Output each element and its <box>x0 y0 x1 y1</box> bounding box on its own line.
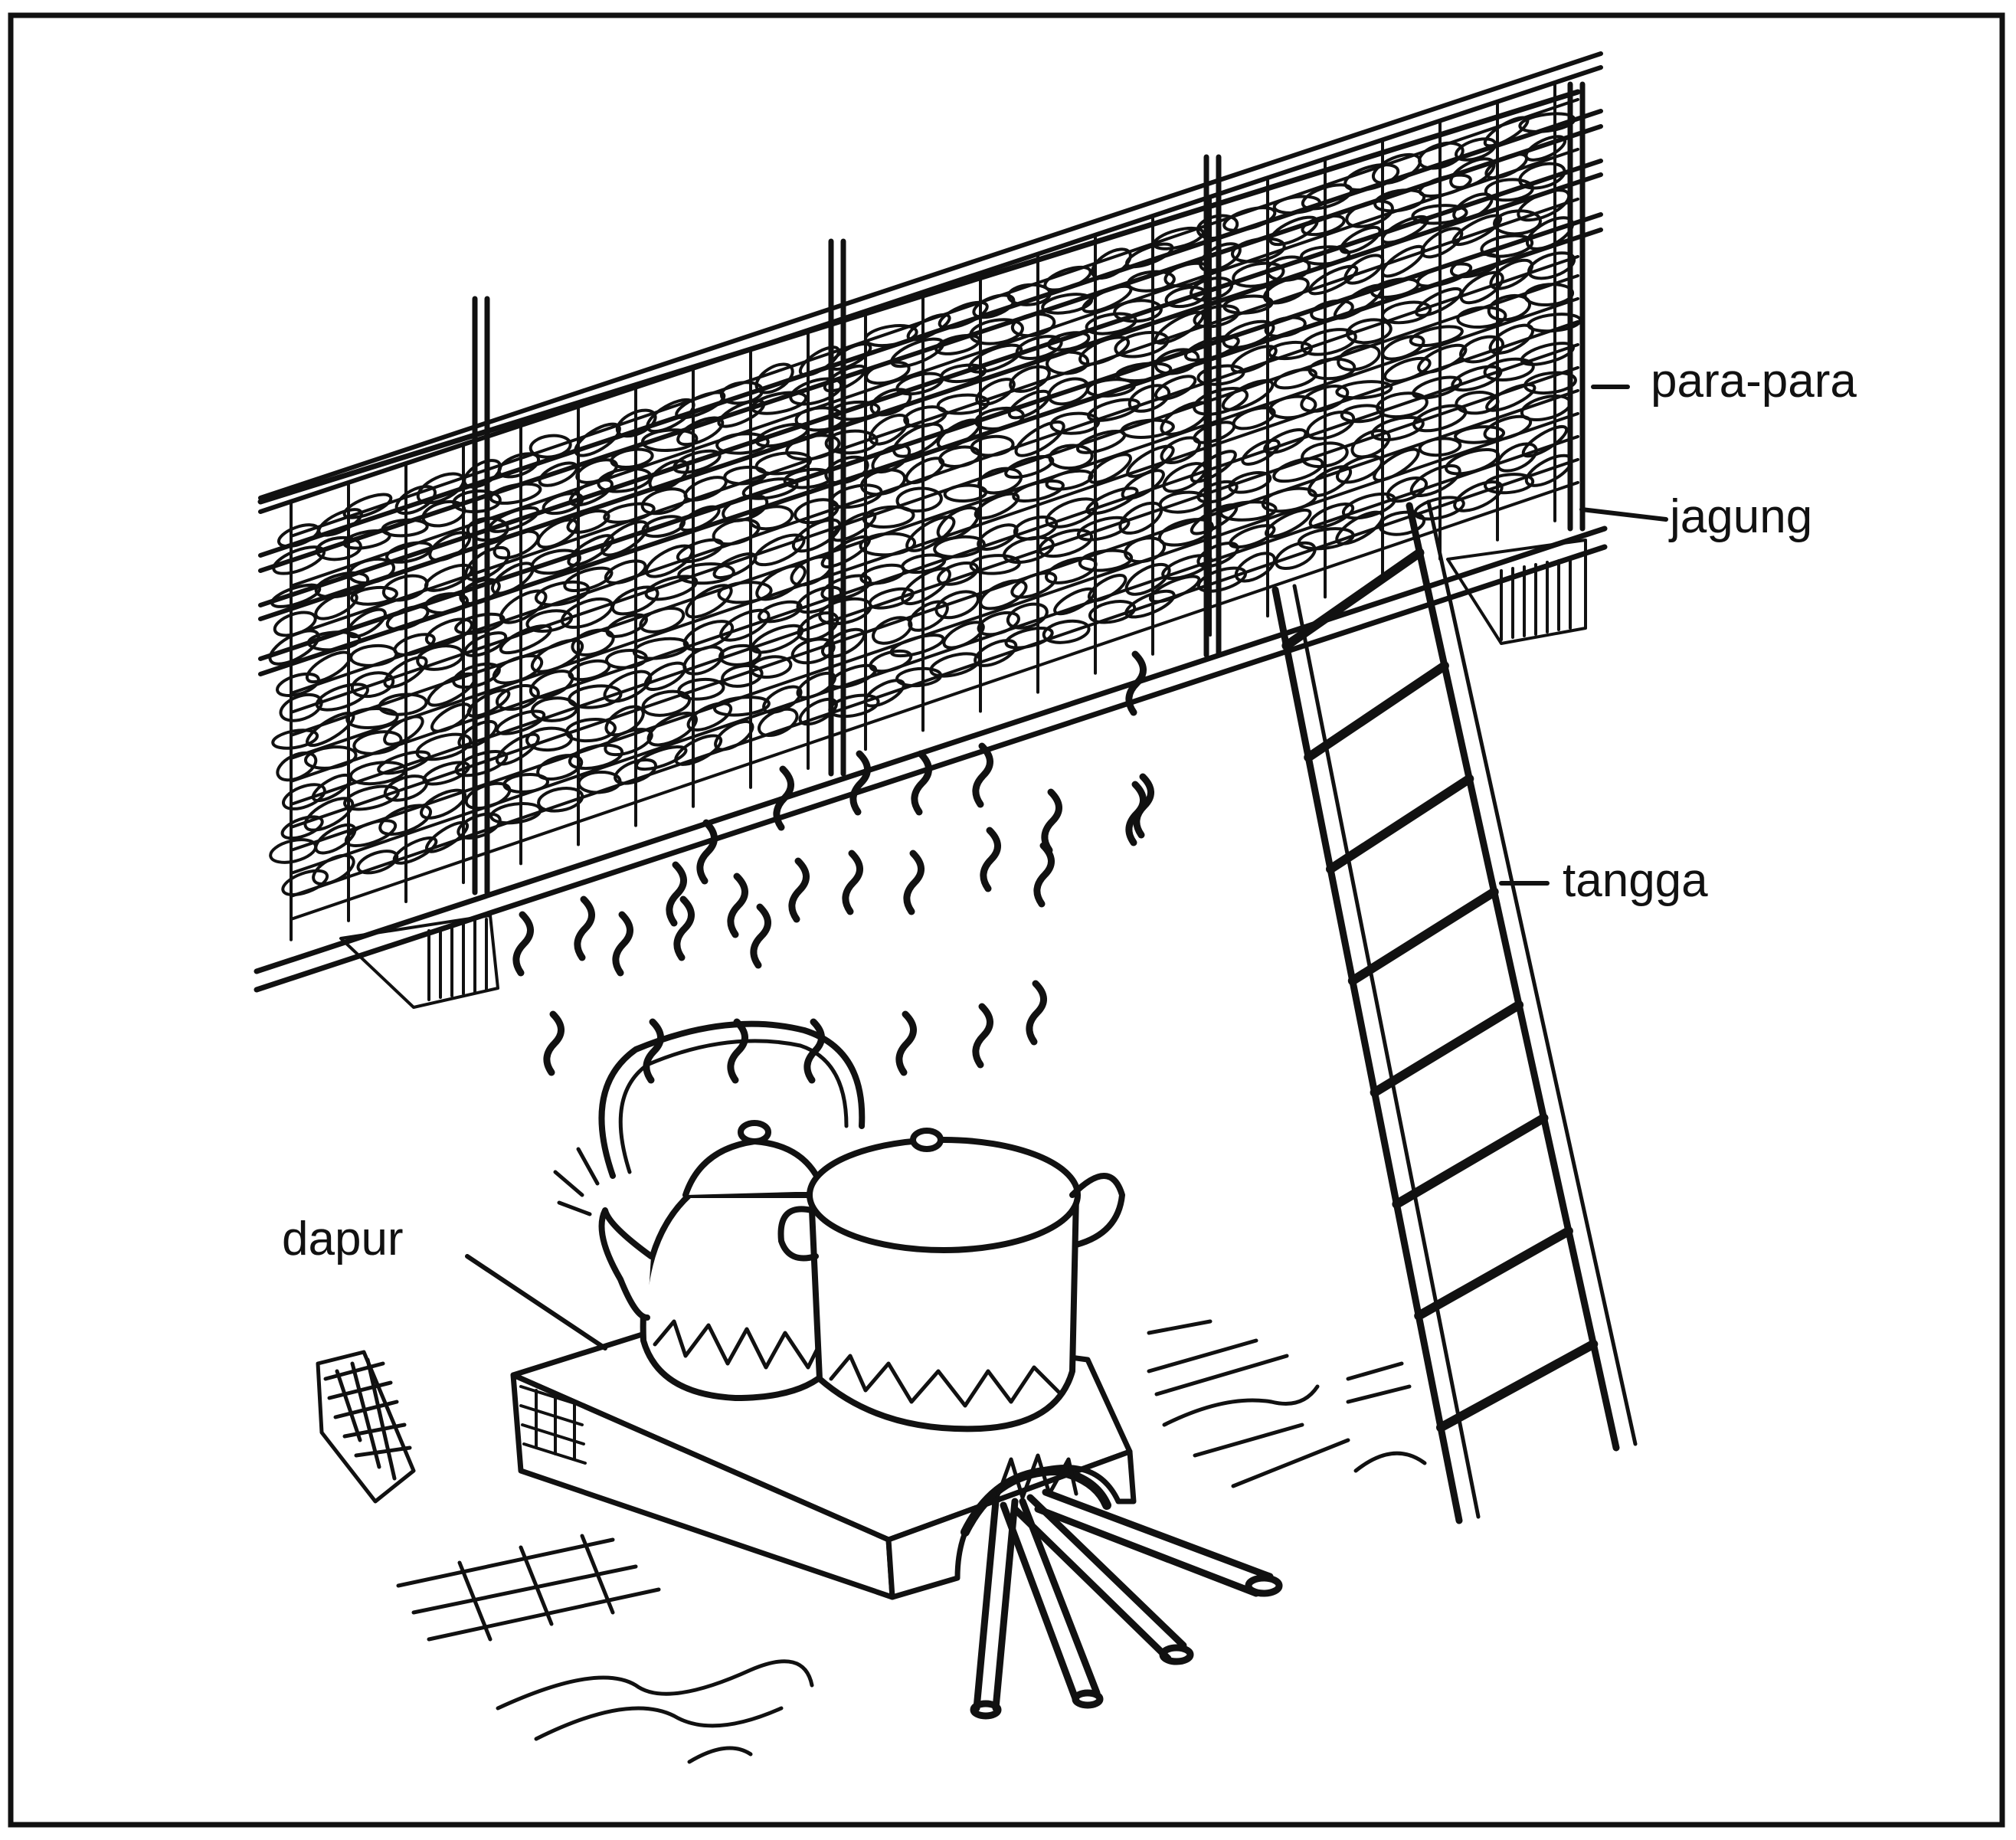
steam-wisp <box>1037 846 1052 904</box>
corn-cob <box>1119 465 1167 503</box>
steam-wisp <box>983 830 998 889</box>
leader-jagung <box>1582 509 1666 519</box>
corn-cob <box>417 784 469 823</box>
floor-hatching-left <box>498 1662 812 1762</box>
steam-wisp <box>578 899 592 958</box>
steam-wisp <box>731 1022 745 1080</box>
drying-rack-para-para <box>257 54 1605 1007</box>
label-para-para: para-para <box>1651 355 1857 408</box>
corn-cob <box>864 359 911 387</box>
corn-cob <box>1407 460 1464 502</box>
corn-cob <box>678 562 734 584</box>
steam-wisp <box>677 899 692 958</box>
corn-cob <box>1003 452 1055 481</box>
steam-wisp <box>846 853 860 912</box>
pot-rim <box>810 1140 1078 1250</box>
corn-cob <box>1080 281 1134 316</box>
woven-basket <box>318 1352 414 1501</box>
corn-cob <box>271 727 318 751</box>
ladder-rung <box>1419 1231 1569 1316</box>
corn-cob <box>601 701 648 741</box>
corn-cob <box>565 506 611 536</box>
ladder-rung <box>1396 1118 1543 1204</box>
steam-wisp <box>731 876 745 935</box>
corn-cob <box>1514 184 1573 226</box>
label-jagung: jagung <box>1668 490 1812 543</box>
pot-right-handle <box>1072 1176 1122 1245</box>
corn-cob <box>1483 149 1530 183</box>
pot-lid-knob <box>913 1131 941 1149</box>
leader-dapur <box>467 1256 605 1348</box>
figure-labels: para-para jagung tangga dapur <box>282 355 1857 1265</box>
corn-cob <box>1232 548 1279 587</box>
corn-cob <box>355 846 400 877</box>
steam-wisp <box>646 1022 661 1080</box>
ladder-rung <box>1308 666 1445 758</box>
steam-wisp <box>792 861 807 919</box>
rack-slat <box>291 345 1578 781</box>
steam-wisp <box>853 754 868 812</box>
rack-slat <box>291 391 1578 827</box>
corn-cob <box>1268 394 1317 421</box>
steam-wisp <box>899 1014 914 1072</box>
ladder-tangga <box>1275 502 1635 1521</box>
ladder-rung <box>1441 1344 1593 1428</box>
kettle-spout <box>602 1210 652 1318</box>
corn-cob <box>309 850 358 889</box>
corn-cob <box>760 682 805 718</box>
steam-wisp <box>669 865 684 923</box>
steam-wisp <box>547 1014 561 1072</box>
steam-wisp <box>907 853 921 912</box>
ladder-rung <box>1375 1005 1520 1092</box>
label-dapur: dapur <box>282 1213 404 1265</box>
steam-wisp <box>915 754 929 812</box>
corn-cob <box>1264 314 1307 339</box>
corn-cob <box>676 535 725 566</box>
corn-cob <box>1011 311 1056 339</box>
corn-cob <box>350 643 398 667</box>
steam-wisp <box>1045 792 1059 850</box>
ladder-rungs <box>1286 553 1593 1428</box>
corn-cob <box>1336 342 1383 375</box>
corn-cob <box>460 455 505 493</box>
ladder-rung <box>1330 779 1469 869</box>
figure-frame <box>11 15 2002 1825</box>
floor-hatching-right <box>1149 1321 1425 1486</box>
corn-cob <box>385 602 430 634</box>
corn-cob <box>603 556 648 587</box>
corn-cob <box>280 813 325 843</box>
corn-cob <box>342 782 400 814</box>
kettle-lid-knob <box>741 1123 768 1141</box>
steam-wisp <box>1029 984 1044 1042</box>
corn-cob <box>568 683 623 710</box>
steam-wisp <box>976 1007 990 1065</box>
rack-rail <box>260 54 1601 498</box>
kettle-rattle-marks <box>555 1149 597 1214</box>
corn-cob <box>1271 454 1325 486</box>
steam-wisp <box>616 915 630 973</box>
corn-cob <box>862 676 908 712</box>
firewood-sticks <box>974 1492 1279 1716</box>
steam-wisp <box>754 907 768 965</box>
ladder-rung <box>1353 892 1494 981</box>
corn-cob <box>869 612 915 648</box>
kettle-lid <box>686 1141 823 1195</box>
corn-cob <box>757 598 803 626</box>
ladder-right-rail-inner <box>1429 502 1635 1444</box>
steam-wisp <box>516 915 531 973</box>
floor-mat-grid <box>398 1536 659 1639</box>
left-support-block <box>341 915 498 1007</box>
corn-cob <box>606 649 647 669</box>
steam-wisp <box>700 823 715 881</box>
kettle-body <box>643 1195 827 1398</box>
label-tangga: tangga <box>1563 854 1708 907</box>
